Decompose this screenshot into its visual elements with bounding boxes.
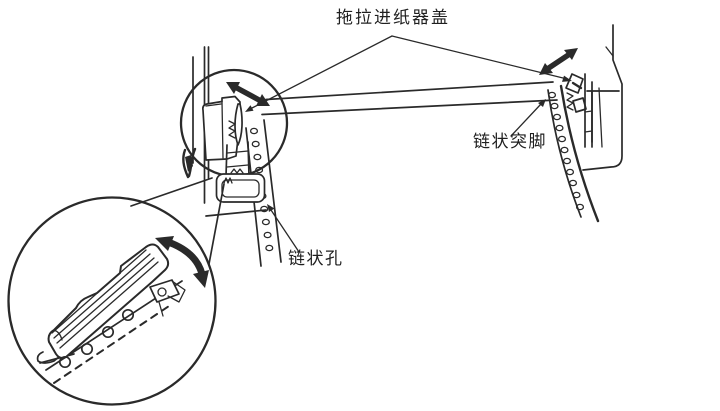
cover-latch: [149, 279, 186, 317]
leader-sprocket-pin: [510, 99, 546, 137]
magnified-sprocket-holes: [58, 308, 135, 369]
leader-sprocket-hole: [267, 204, 300, 253]
label-sprocket-pin: 链状突脚: [473, 132, 547, 151]
right-double-arrow-icon: [539, 48, 578, 75]
perforation-line: [53, 303, 173, 384]
magnifier-callout-lines: [130, 177, 225, 265]
label-sprocket-hole: 链状孔: [288, 249, 344, 268]
label-tractor-cover: 拖拉进纸器盖: [336, 8, 450, 27]
tractor-bar: [261, 81, 558, 116]
power-connector: [205, 173, 267, 217]
sprocket-pin-blade: [228, 103, 243, 146]
edge-flap: [182, 147, 197, 179]
right-paper-strip: [547, 84, 600, 223]
curved-double-arrow-icon: [155, 236, 209, 288]
left-double-arrow-icon: [226, 82, 270, 106]
left-tractor-frame: [225, 141, 250, 177]
leader-tractor-cover-right: [391, 35, 572, 82]
printer-right-panel: [582, 24, 623, 171]
sprocket-holes-right: [547, 91, 585, 211]
magnified-view-circle: [7, 196, 217, 406]
leader-tractor-cover-left: [245, 35, 393, 112]
left-tractor-callout-circle: [179, 68, 289, 178]
